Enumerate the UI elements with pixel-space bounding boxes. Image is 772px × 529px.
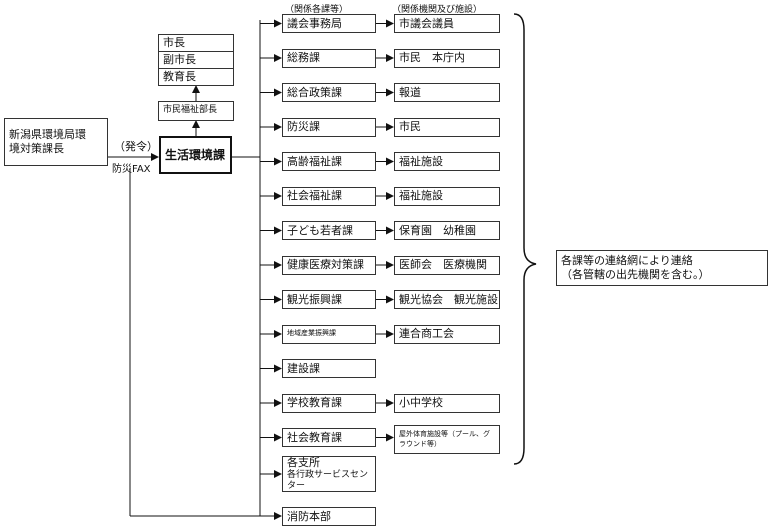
department-box: 社会福祉課: [282, 186, 376, 206]
executive-box: 副市長: [158, 51, 234, 69]
institution-box: 市民 本庁内: [394, 48, 500, 68]
department-box: 総務課: [282, 48, 376, 68]
departments-column-header: （関係各課等）: [285, 5, 349, 15]
institution-box: 小中学校: [394, 393, 500, 413]
department-box: 高齢福祉課: [282, 152, 376, 171]
executive-box: 市長: [158, 34, 234, 52]
welfare-director-box: 市民福祉部長: [158, 101, 234, 121]
institution-box: 医師会 医療機関: [394, 255, 500, 275]
executive-box: 教育長: [158, 68, 234, 86]
origin-line2: 境対策課長: [9, 142, 64, 155]
department-box: 観光振興課: [282, 290, 376, 309]
center-box: 生活環境課: [159, 136, 232, 174]
order-label: （発令）: [114, 140, 158, 153]
department-box: 健康医療対策課: [282, 255, 376, 275]
branch-office-line2: 各行政サービスセンター: [287, 469, 369, 491]
department-box: 総合政策課: [282, 83, 376, 102]
institution-box: 屋外体育施設等（プール、グラウンド等）: [394, 425, 500, 454]
institution-box: 市民: [394, 117, 500, 137]
institution-box: 観光協会 観光施設: [394, 290, 500, 309]
department-box: 建設課: [282, 359, 376, 378]
summary-bracket: [513, 13, 537, 465]
origin-box: 新潟県環境局環 境対策課長: [4, 118, 108, 166]
department-box: 子ども若者課: [282, 221, 376, 240]
institution-box: 報道: [394, 83, 500, 102]
institution-box: 保育園 幼稚園: [394, 221, 500, 240]
institution-box: 福祉施設: [394, 152, 500, 171]
branch-office-line1: 各支所: [287, 456, 320, 469]
institutions-column-header: （関係機関及び施設）: [392, 5, 483, 15]
summary-line1: 各課等の連絡網により連絡: [561, 254, 693, 268]
institution-box: 福祉施設: [394, 186, 500, 206]
branch-office-box: 各支所 各行政サービスセンター: [282, 456, 376, 492]
institution-box: 連合商工会: [394, 324, 500, 344]
fire-hq-box: 消防本部: [282, 507, 376, 526]
origin-line1: 新潟県環境局環: [9, 128, 86, 142]
department-box: 社会教育課: [282, 428, 376, 447]
institution-box: 市議会議員: [394, 14, 500, 33]
department-box: 地域産業振興課: [282, 324, 376, 344]
department-box: 議会事務局: [282, 14, 376, 33]
summary-line2: （各管轄の出先機関を含む。）: [561, 268, 710, 281]
department-box: 防災課: [282, 117, 376, 137]
department-box: 学校教育課: [282, 393, 376, 413]
summary-box: 各課等の連絡網により連絡 （各管轄の出先機関を含む。）: [556, 250, 768, 286]
fax-label: 防災FAX: [112, 164, 151, 175]
